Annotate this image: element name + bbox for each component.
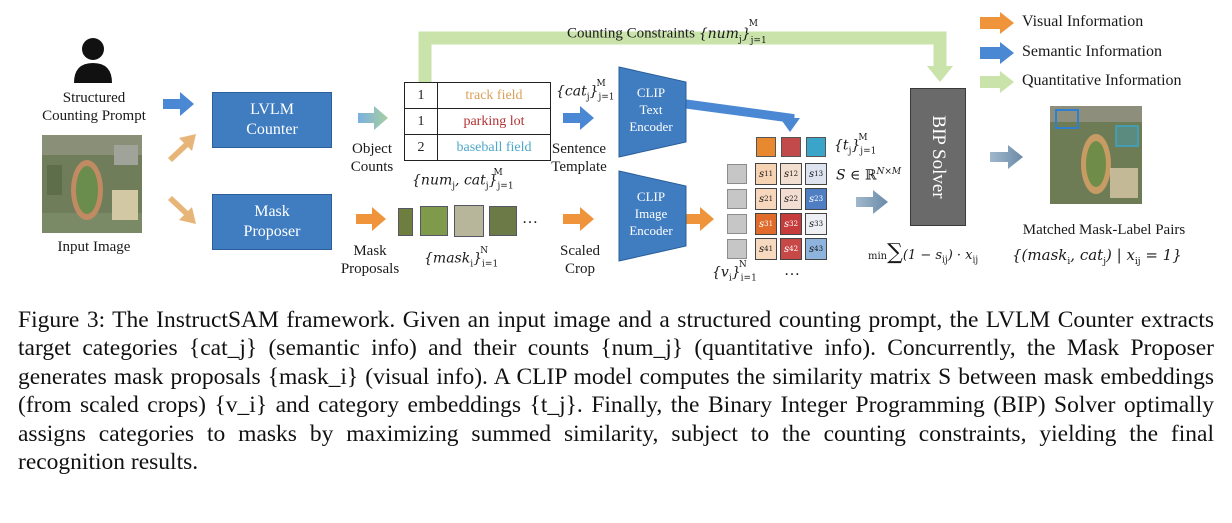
table-row: 1 track field [404, 82, 551, 109]
clip-text-encoder-label: CLIP Text Encoder [629, 85, 673, 134]
framework-diagram: Counting Constraints {numj}j=1M Visual I… [42, 12, 1186, 284]
counts-table-math: {numj, catj}j=1M [412, 168, 514, 192]
input-image [42, 135, 142, 233]
sentence-template-label: Sentence Template [551, 141, 607, 175]
output-math: {(maski, catj) | xij = 1} [1012, 246, 1182, 267]
counting-constraint-arrow [418, 31, 953, 82]
legend-quantitative-arrow [980, 71, 1014, 93]
object-counts-table: 1 track field 1 parking lot 2 baseball f… [404, 82, 551, 161]
text-embedding-math: {tj}j=1M [834, 133, 877, 157]
mask-math: {maski}i=1N [424, 246, 499, 270]
mask-thumbnail [489, 206, 517, 236]
output-label: Matched Mask-Label Pairs [1022, 222, 1186, 238]
scaled-crop-label: Scaled Crop [560, 243, 600, 277]
table-row: 1 parking lot [404, 108, 551, 135]
lvlm-output-arrows [356, 99, 1023, 231]
lvlm-counter-box: LVLM Counter [212, 92, 332, 148]
clip-image-encoder-label: CLIP Image Encoder [629, 189, 673, 238]
legend-visual-label: Visual Information [1022, 13, 1144, 30]
image-embedding-cell [727, 214, 747, 234]
mask-proposals-label: Mask Proposals [340, 243, 400, 277]
object-counts-label: Object Counts [350, 141, 394, 175]
person-icon [74, 38, 112, 83]
image-embedding-cell [727, 164, 747, 184]
category-math: {catj}j=1M [556, 79, 615, 103]
output-image [1050, 106, 1142, 204]
legend-semantic-arrow [980, 42, 1014, 64]
figure-caption: Figure 3: The InstructSAM framework. Giv… [18, 307, 1214, 476]
objective-math: min∑(1 − sij) · xij [868, 240, 979, 266]
matrix-ellipsis: … [784, 262, 800, 279]
counting-constraints-label: Counting Constraints {numj}j=1M [567, 19, 767, 47]
text-embedding-cell [806, 137, 826, 157]
mask-ellipsis: … [522, 210, 538, 227]
text-embedding-cell [781, 137, 801, 157]
image-embedding-math: {vi}i=1N [712, 260, 757, 284]
table-row: 2 baseball field [404, 134, 551, 161]
mask-thumbnail [398, 208, 413, 236]
mask-proposer-box: Mask Proposer [212, 194, 332, 250]
similarity-matrix-math: S ∈ ℝN×M [836, 167, 902, 184]
structured-prompt-label: Structured Counting Prompt [42, 90, 146, 124]
mask-thumbnail [454, 205, 484, 237]
legend-semantic-label: Semantic Information [1022, 43, 1162, 60]
input-image-label: Input Image [57, 239, 131, 255]
legend-quantitative-label: Quantitative Information [1022, 72, 1182, 89]
mask-thumbnail [420, 206, 448, 236]
image-embedding-cell [727, 239, 747, 259]
input-arrows [163, 92, 196, 224]
clip-image-encoder-shape [618, 170, 687, 262]
text-embedding-cell [756, 137, 776, 157]
image-embedding-cell [727, 189, 747, 209]
legend-visual-arrow [980, 12, 1014, 34]
clip-text-encoder-shape [618, 66, 687, 158]
bip-solver-box: BIP Solver [910, 88, 966, 226]
